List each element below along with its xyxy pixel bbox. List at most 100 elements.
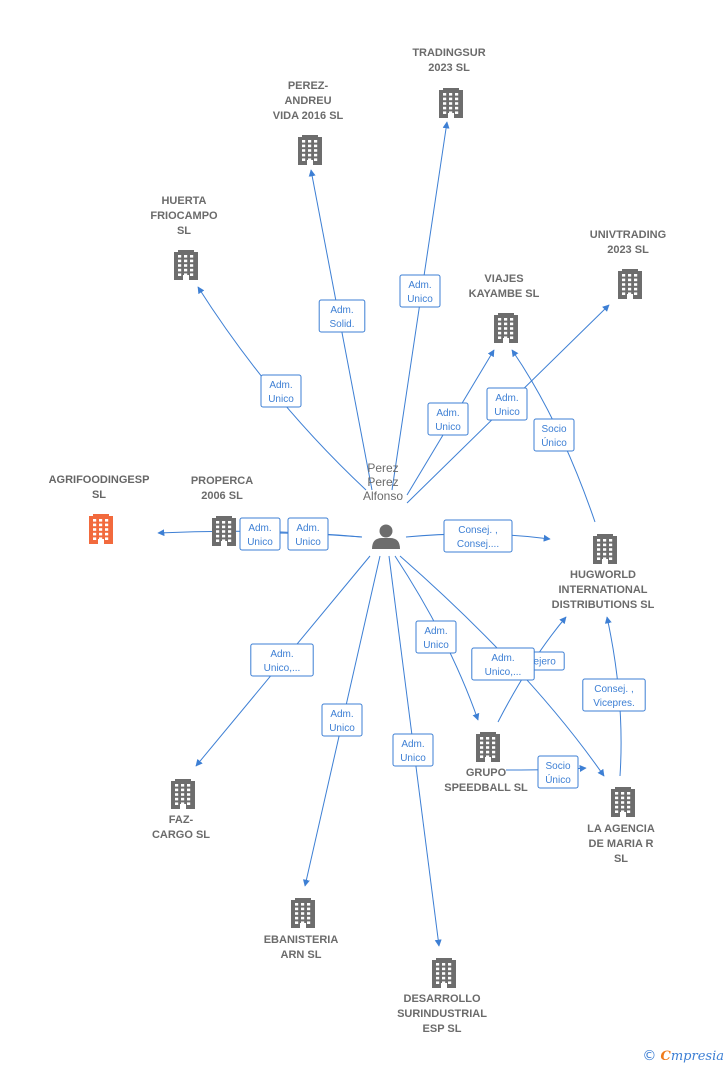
edge-label-to-agrifoodingesp[interactable]: Adm.Unico [287,517,329,551]
edge-label-line: Unico [247,537,273,548]
company-name: FAZ-CARGO SL [152,814,210,841]
edge-label-line: Vicepres. [593,698,635,709]
edge-label-line: Adm. [269,380,292,391]
edge-label-box [443,519,513,553]
company-name: GRUPO SPEEDBALL SL [444,767,528,794]
edge-label-line: Socio [545,761,570,772]
building-icon [618,269,642,299]
building-icon [593,534,617,564]
edge-label-box [239,517,281,551]
edge-label-line: Consej. , [594,684,633,695]
edge-label-to-perez-andreu[interactable]: Adm. Solid. [318,299,366,333]
edge-label-box [392,733,434,767]
company-name-line: SL [614,853,628,865]
company-name-line: FRIOCAMPO [150,210,218,222]
edge-label-to-univtrading[interactable]: Adm.Unico [486,387,528,421]
edge-label-box [287,517,329,551]
edge-label-box [582,678,646,712]
building-icon [171,779,195,809]
edge-label-text: Consej. , Consej.... [457,525,499,550]
edge-label-line: Adm. [330,305,353,316]
edge-label-to-faz[interactable]: Adm.Unico,... [250,643,314,677]
edge-label-line: Unico,... [264,663,301,674]
person-icon [372,524,400,549]
company-node-grupo[interactable]: GRUPO SPEEDBALL SL [444,732,528,794]
edge-label-to-ebanisteria[interactable]: Adm. Unico [321,703,363,737]
company-name-line: DESARROLLO [404,993,481,1005]
edge-label-box [486,387,528,421]
edge-label-line: Adm. [330,709,353,720]
edge-label-to-tradingsur[interactable]: Adm.Unico [399,274,441,308]
person-name-line: Alfonso [363,489,403,503]
building-icon [298,135,322,165]
company-name-line: GRUPO [466,767,507,779]
edge-label-line: Adm. [408,280,431,291]
company-name-line: EBANISTERIA [264,934,339,946]
edge-label-line: Unico [329,723,355,734]
company-node-ebanisteria[interactable]: EBANISTERIA ARN SL [264,898,339,961]
edge-label-text: Adm.Unico [247,523,273,548]
building-icon [432,958,456,988]
edge-label-to-grupo[interactable]: Adm.Unico [415,620,457,654]
edge-label-box [427,402,469,436]
edge-label-box [399,274,441,308]
edge-label-layer: Adm.UnicoAdm.Solid.Adm.UnicoAdm.UnicoAdm… [239,274,646,789]
edge-label-line: Consej.... [457,539,499,550]
edge-label-text: Adm.Unico [423,626,449,651]
company-node-tradingsur[interactable]: TRADINGSUR 2023 SL [412,47,486,118]
company-name-line: UNIVTRADING [590,229,666,241]
edge-label-text: Adm.Unico [295,523,321,548]
company-node-faz[interactable]: FAZ-CARGO SL [152,779,210,841]
edge-label-box [318,299,366,333]
building-icon [212,516,236,546]
person-name-line: Perez [367,475,398,489]
company-name-line: SL [92,489,106,501]
edge-label-line: Adm. [401,739,424,750]
edge-label-box [260,374,302,408]
company-name-line: SPEEDBALL SL [444,782,528,794]
company-name-line: SL [177,225,191,237]
edge-label-line: Solid. [329,319,354,330]
edge-label-box [250,643,314,677]
company-name-line: TRADINGSUR [412,47,485,59]
edge-label-line: Único [541,436,567,449]
edge-label-box [537,755,579,789]
company-name-line: SURINDUSTRIAL [397,1008,487,1020]
company-name-line: INTERNATIONAL [558,584,647,596]
company-name-line: VIDA 2016 SL [273,110,344,122]
building-icon [494,313,518,343]
company-name-line: ARN SL [281,949,322,961]
edge-label-line: Consej. , [458,525,497,536]
edge-label-line: Unico [435,422,461,433]
edge-label-to-desarrollo[interactable]: Adm.Unico [392,733,434,767]
edge-label-to-hugworld[interactable]: Consej. , Consej.... [443,519,513,553]
edge-label-to-agencia[interactable]: Adm.Unico,... [471,647,535,681]
building-icon [291,898,315,928]
edge-label-text: Adm.Unico [268,380,294,405]
edge-label-line: Unico [423,640,449,651]
edge-label-box [321,703,363,737]
edge-label-to-properca[interactable]: Adm.Unico [239,517,281,551]
edge-label-to-huerta[interactable]: Adm.Unico [260,374,302,408]
company-name-line: VIAJES [484,273,523,285]
edge-label-agencia-to-hugworld[interactable]: Consej. , Vicepres. [582,678,646,712]
edge-label-to-viajes[interactable]: Adm.Unico [427,402,469,436]
company-name-line: 2023 SL [428,62,470,74]
